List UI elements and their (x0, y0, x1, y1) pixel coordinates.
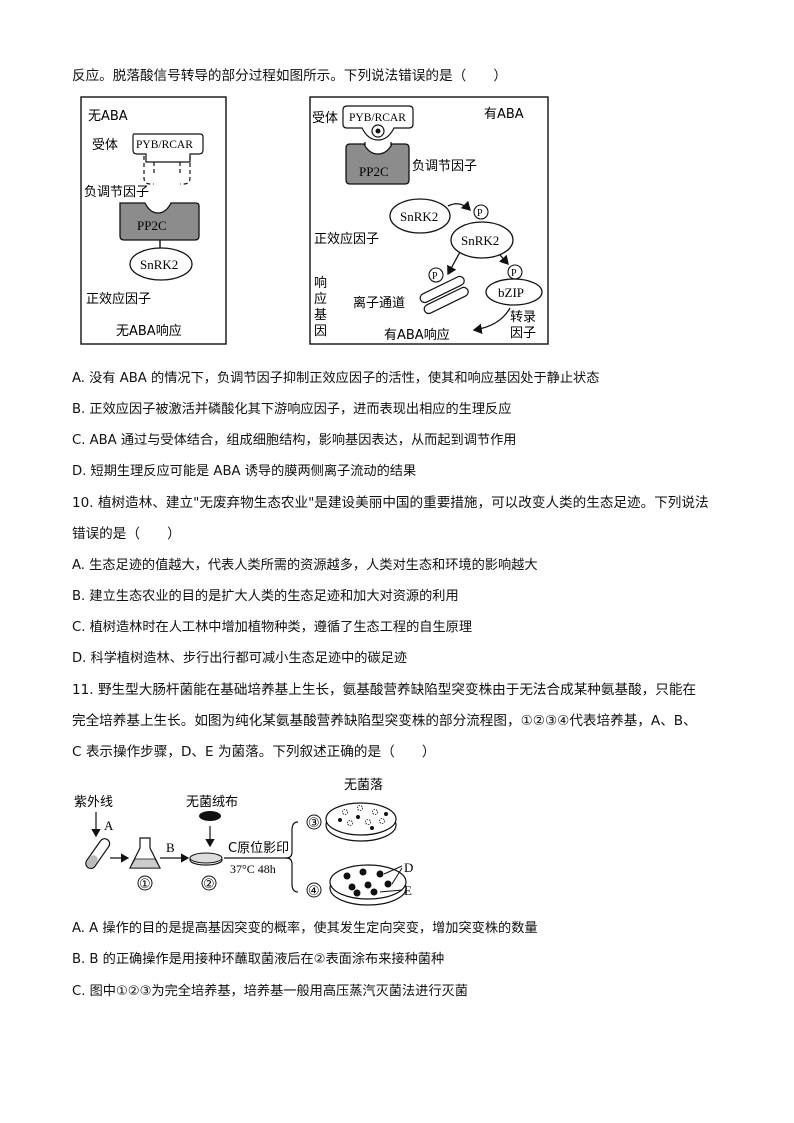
right-arrow-bzip (498, 254, 509, 265)
left-receptor-label: 受体 (92, 138, 118, 153)
q10-option-d: D. 科学植树造林、步行出行都可减小生态足迹中的碳足迹 (72, 651, 408, 666)
right-pp2c-shape (345, 143, 410, 185)
right-panel-frame (309, 96, 549, 345)
pointer-d-2 (391, 867, 403, 885)
plate-3-icon (325, 802, 397, 842)
right-response-label: 有ABA响应 (384, 327, 450, 343)
right-gene-3: 基 (314, 308, 327, 323)
medium-3-label: ③ (308, 816, 320, 831)
medium-3-marker (306, 814, 322, 830)
right-receptor-name: PYB/RCAR (349, 112, 406, 124)
test-tube-icon (85, 838, 111, 869)
left-response-label: 无ABA响应 (116, 323, 182, 339)
no-colony-label: 无菌落 (344, 778, 383, 793)
replica-label: C原位影印 (228, 841, 289, 856)
right-title: 有ABA (484, 107, 524, 122)
q10-stem-line-1: 10. 植树造林、建立"无废弃物生态农业"是建设美丽中国的重要措施，可以改变人类… (72, 495, 709, 511)
velvet-label: 无菌绒布 (186, 795, 238, 810)
colony-d-label: D (404, 860, 413, 875)
left-receptor-shape (132, 133, 204, 185)
right-tf-label-2: 因子 (510, 326, 536, 341)
right-p-label-1: P (477, 208, 483, 219)
q11-option-c: C. 图中①②③为完全培养基，培养基一般用高压蒸汽灭菌法进行灭菌 (72, 984, 468, 999)
intro-text: 反应。脱落酸信号转导的部分过程如图所示。下列说法错误的是（ ） (72, 68, 507, 84)
right-receptor-label: 受体 (312, 111, 338, 126)
right-p-label-2: P (432, 271, 438, 282)
q10-option-b: B. 建立生态农业的目的是扩大人类的生态足迹和加大对资源的利用 (72, 589, 459, 604)
left-pp2c-label: PP2C (137, 218, 167, 233)
right-gene-2: 应 (314, 291, 327, 307)
right-p-marker-1 (473, 204, 489, 220)
right-pos-label: 正效应因子 (314, 231, 379, 247)
left-panel-frame (80, 96, 227, 345)
right-snrk2-a-shape (389, 198, 451, 234)
medium-2-label: ② (203, 877, 215, 892)
left-title: 无ABA (88, 109, 128, 124)
right-arrow-channel (447, 251, 461, 276)
pointer-e (379, 889, 403, 893)
right-snrk2-b-shape (450, 221, 514, 259)
left-snrk2-shape (129, 247, 193, 281)
left-snrk2-label: SnRK2 (140, 257, 178, 272)
step-a-label: A (104, 818, 114, 833)
q10-option-c: C. 植树造林时在人工林中增加植物种类，遵循了生态工程的自生原理 (72, 620, 473, 635)
right-channel-label: 离子通道 (353, 295, 405, 311)
brace (285, 821, 299, 893)
q11-option-a: A. A 操作的目的是提高基因突变的概率，使其发生定向突变，增加突变株的数量 (72, 921, 538, 936)
aba-signaling-figure: 无ABA 受体 PYB/RCAR 负调节因子 PP2C SnRK2 正效应因子 … (80, 96, 549, 345)
q11-stem-line-1: 11. 野生型大肠杆菌能在基础培养基上生长，氨基酸营养缺陷型突变株由于无法合成某… (72, 682, 697, 698)
q9-option-b: B. 正效应因子被激活并磷酸化其下游响应因子，进而表现出相应的生理反应 (72, 402, 512, 417)
right-p-marker-2 (428, 267, 444, 283)
right-arrow-response (472, 307, 511, 334)
right-ion-channel-shape (419, 275, 469, 315)
right-p-label-3: P (511, 268, 517, 279)
q11-stem-line-3: C 表示操作步骤，D、E 为菌落。下列叙述正确的是（ ） (72, 744, 436, 760)
left-neg-label: 负调节因子 (84, 185, 149, 200)
right-snrk2-a-label: SnRK2 (400, 209, 438, 224)
q9-option-c: C. ABA 通过与受体结合，组成细胞结构，影响基因表达，从而起到调节作用 (72, 433, 517, 448)
left-pos-label: 正效应因子 (86, 291, 151, 307)
q9-option-d: D. 短期生理反应可能是 ABA 诱导的膜两侧离子流动的结果 (72, 464, 417, 479)
culture-condition: 37°C 48h (230, 862, 276, 876)
colony-e-label: E (404, 883, 412, 898)
medium-1-label: ① (139, 877, 151, 892)
pointer-d-1 (383, 865, 403, 875)
uv-label: 紫外线 (74, 795, 113, 810)
velvet-icon (199, 811, 221, 821)
right-tf-label-1: 转录 (510, 310, 536, 325)
mutant-screening-figure: 紫外线 A ① B 无菌绒布 ② C原位影印 37°C 48h 无菌落 ③ (74, 778, 413, 906)
right-neg-label: 负调节因子 (412, 159, 477, 174)
left-pp2c-shape (119, 202, 200, 241)
medium-4-label: ④ (308, 884, 320, 899)
right-snrk2-b-label: SnRK2 (461, 233, 499, 248)
plate-2-icon (189, 852, 223, 866)
q11-stem-line-2: 完全培养基上生长。如图为纯化某氨基酸营养缺陷型突变株的部分流程图，①②③④代表培… (72, 713, 697, 729)
q11-option-b: B. B 的正确操作是用接种环蘸取菌液后在②表面涂布来接种菌种 (72, 952, 445, 967)
q10-option-a: A. 生态足迹的值越大，代表人类所需的资源越多，人类对生态和环境的影响越大 (72, 558, 538, 573)
medium-1-marker (137, 875, 153, 891)
step-b-label: B (166, 840, 175, 855)
medium-2-marker (201, 875, 217, 891)
right-bzip-shape (485, 278, 543, 306)
right-pp2c-label: PP2C (359, 164, 389, 179)
right-bzip-label: bZIP (498, 285, 524, 300)
flask-icon (129, 837, 161, 869)
right-gene-1: 响 (314, 275, 327, 291)
left-receptor-name: PYB/RCAR (136, 139, 193, 151)
q10-stem-line-2: 错误的是（ ） (72, 526, 181, 542)
right-arrow-activate (447, 200, 471, 211)
medium-4-marker (306, 882, 322, 898)
q9-option-a: A. 没有 ABA 的情况下，负调节因子抑制正效应因子的活性，使其和响应基因处于… (72, 371, 600, 386)
right-gene-4: 因 (314, 324, 327, 339)
plate-4-icon (329, 864, 407, 906)
